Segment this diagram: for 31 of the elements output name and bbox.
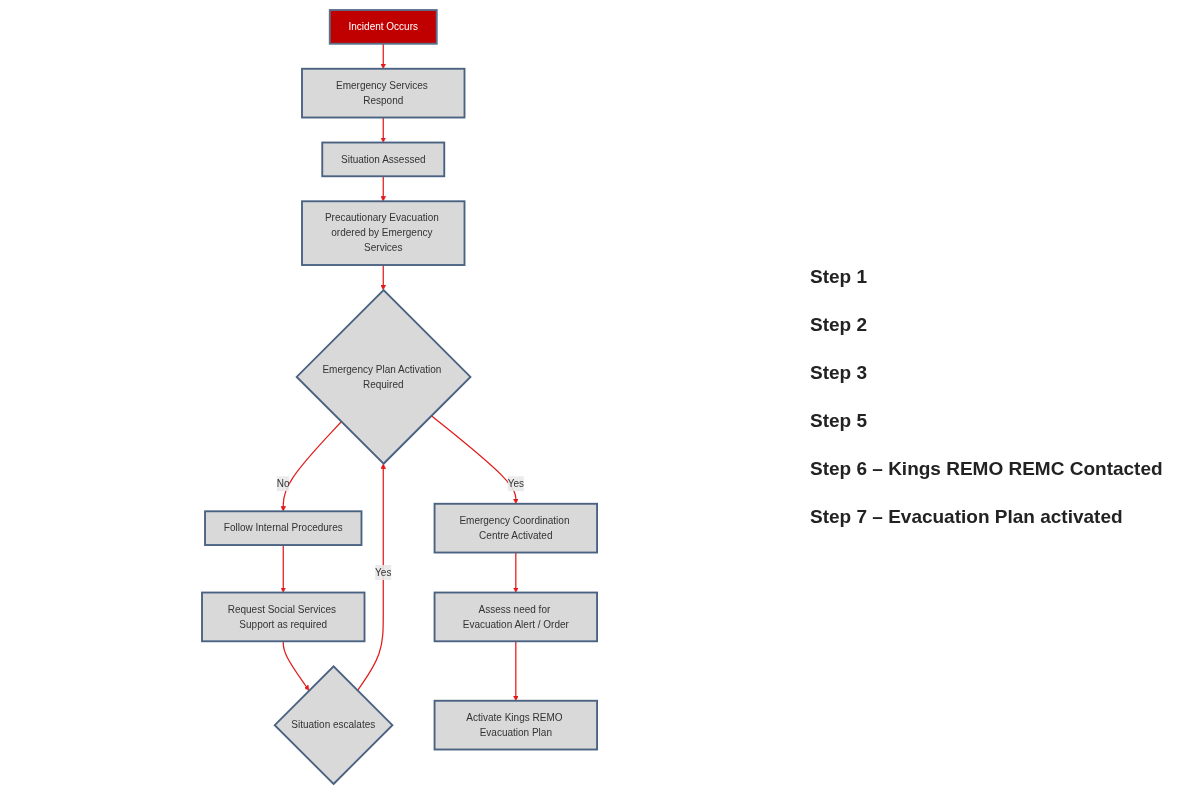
arrow [283,640,310,691]
arrow [380,264,387,291]
edge-label: No [277,478,291,489]
arrow [380,175,387,202]
node-box: Precautionary Evacuation ordered by Emergency Services [301,200,466,266]
step-label: Step 2 [810,314,869,336]
arrow [357,463,387,692]
step-label: Step 5 [810,410,869,432]
node-box: Incident Occurs [329,9,439,45]
node-diamond: Situation escalates [273,664,395,786]
node-box: Situation Assessed [321,141,446,178]
node-box: Follow Internal Procedures [204,510,363,546]
step-label: Step 6 – Kings REMO REMC Contacted [810,458,1164,480]
arrow [280,421,343,512]
node-box: Request Social Services Support as required [201,591,366,643]
node-box: Emergency Services Respond [301,67,466,119]
node-diamond: Emergency Plan Activation Required [295,288,473,466]
arrow [280,544,287,593]
node-box: Emergency Coordination Centre Activated [434,502,599,554]
node-box: Activate Kings REMO Evacuation Plan [434,699,599,751]
arrow [380,116,387,143]
step-label: Step 1 [810,266,869,288]
edge-label: Yes [508,478,525,489]
arrow [431,415,520,505]
step-label: Step 3 [810,362,869,384]
step-label: Step 7 – Evacuation Plan activated [810,506,1124,528]
arrow [513,551,520,593]
arrow [380,43,387,69]
arrow [513,640,520,701]
node-box: Assess need for Evacuation Alert / Order [434,591,599,643]
edge-label: Yes [375,566,392,578]
